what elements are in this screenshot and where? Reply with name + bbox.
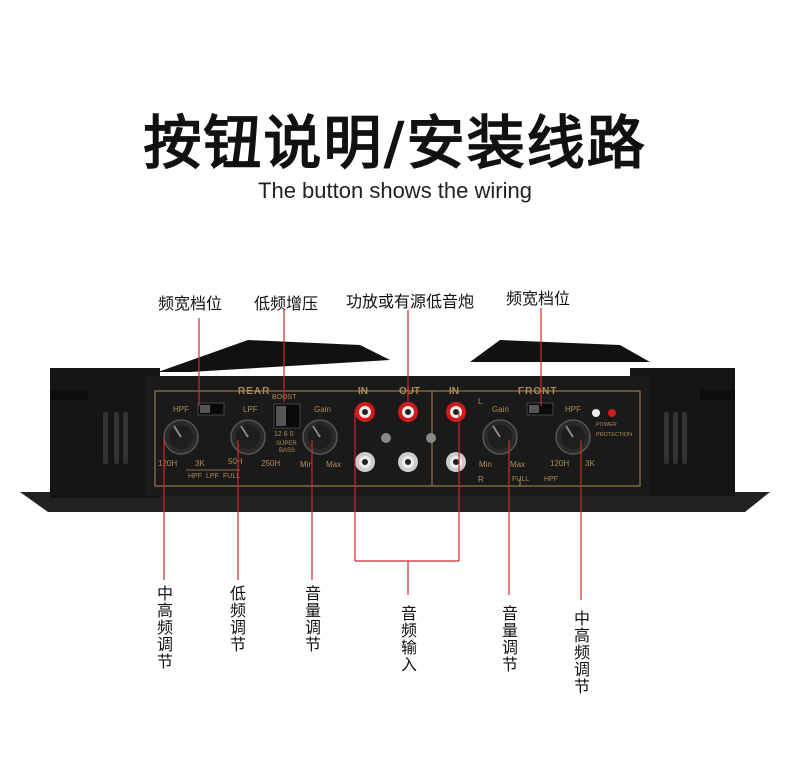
vent-slot bbox=[123, 412, 128, 464]
rear-hpf-knob[interactable] bbox=[163, 419, 199, 455]
label-50hz: 50H bbox=[228, 457, 243, 466]
label-in-left: IN bbox=[358, 386, 368, 397]
label-gain-front: Gain bbox=[492, 405, 509, 414]
rca-out-white[interactable] bbox=[398, 452, 418, 472]
label-switch-full: FULL bbox=[223, 473, 240, 480]
label-hpf: HPF bbox=[173, 405, 189, 414]
front-gain-knob[interactable] bbox=[482, 419, 518, 455]
callout-hpf-width-left: 频宽档位 bbox=[158, 294, 223, 313]
callout-amp-sub-out: 功放或有源低音炮 bbox=[346, 292, 475, 311]
label-power: POWER bbox=[596, 422, 617, 428]
vent-slot bbox=[682, 412, 687, 464]
panel-border bbox=[154, 390, 641, 487]
front-hpf-switch[interactable] bbox=[526, 402, 554, 416]
vent-slot bbox=[664, 412, 669, 464]
label-min-front: Min bbox=[479, 460, 492, 469]
heatsink-top-fin-left bbox=[158, 340, 390, 372]
label-super: SUPER bbox=[276, 441, 297, 447]
label-r: R bbox=[478, 475, 484, 484]
label-l: L bbox=[478, 397, 483, 406]
heatsink-fin-edge-left bbox=[50, 390, 88, 400]
callout-rear-hpf: 中高频调节 bbox=[154, 585, 173, 670]
label-120hz-front: 120H bbox=[550, 459, 569, 468]
power-led-icon bbox=[592, 409, 600, 417]
callout-rear-lpf: 低频调节 bbox=[227, 585, 246, 653]
rca-in-left-red[interactable] bbox=[355, 402, 375, 422]
label-3k-front: 3K bbox=[585, 459, 595, 468]
rear-hpf-switch[interactable] bbox=[197, 402, 225, 416]
bass-boost-switch[interactable] bbox=[273, 403, 301, 429]
screw bbox=[381, 433, 391, 443]
label-max-front: Max bbox=[510, 460, 525, 469]
label-front: FRONT bbox=[518, 386, 557, 397]
label-out: OUT bbox=[399, 386, 420, 397]
vent-slot bbox=[103, 412, 108, 464]
vent-slot bbox=[114, 412, 119, 464]
label-hpf-front: HPF bbox=[565, 405, 581, 414]
label-120hz: 120H bbox=[158, 459, 177, 468]
label-in-right: IN bbox=[449, 386, 459, 397]
label-min: Min bbox=[300, 460, 313, 469]
callout-front-hpf: 中高频调节 bbox=[571, 610, 590, 695]
screw bbox=[426, 433, 436, 443]
label-protection: PROTECTION bbox=[596, 432, 632, 438]
heatsink-top-fin-right bbox=[470, 340, 650, 362]
base-plate bbox=[20, 492, 770, 512]
label-switch-lpf: LPF bbox=[206, 473, 219, 480]
callout-front-gain: 音量调节 bbox=[499, 605, 518, 673]
label-switch-hpf: HPF bbox=[188, 473, 202, 480]
callout-rear-gain: 音量调节 bbox=[302, 585, 321, 653]
front-hpf-knob[interactable] bbox=[555, 419, 591, 455]
protection-led-icon bbox=[608, 409, 616, 417]
page-title: 按钮说明/安装线路 bbox=[143, 109, 647, 177]
label-boost-scale: 12 6 0 bbox=[274, 431, 294, 438]
heatsink-fin-edge-right bbox=[700, 390, 735, 400]
label-hpf-front-bottom: HPF bbox=[544, 476, 558, 483]
rca-in-right-red[interactable] bbox=[446, 402, 466, 422]
vent-slot bbox=[673, 412, 678, 464]
label-3k: 3K bbox=[195, 459, 205, 468]
label-bass: BASS bbox=[279, 448, 295, 454]
label-250hz: 250H bbox=[261, 459, 280, 468]
label-full-front: FULL bbox=[512, 476, 529, 483]
label-boost: BOOST bbox=[272, 394, 297, 401]
page-subtitle: The button shows the wiring bbox=[258, 178, 532, 203]
callout-audio-input: 音频输入 bbox=[398, 605, 417, 673]
callout-hpf-width-right: 频宽档位 bbox=[506, 289, 571, 308]
label-lpf: LPF bbox=[243, 405, 258, 414]
label-max: Max bbox=[326, 460, 341, 469]
rear-lpf-knob[interactable] bbox=[230, 419, 266, 455]
rca-in-left-white[interactable] bbox=[355, 452, 375, 472]
label-rear: REAR bbox=[238, 386, 270, 397]
rear-gain-knob[interactable] bbox=[302, 419, 338, 455]
rca-out-red[interactable] bbox=[398, 402, 418, 422]
rca-in-right-white[interactable] bbox=[446, 452, 466, 472]
label-gain: Gain bbox=[314, 405, 331, 414]
callout-bass-boost: 低频增压 bbox=[254, 294, 319, 313]
